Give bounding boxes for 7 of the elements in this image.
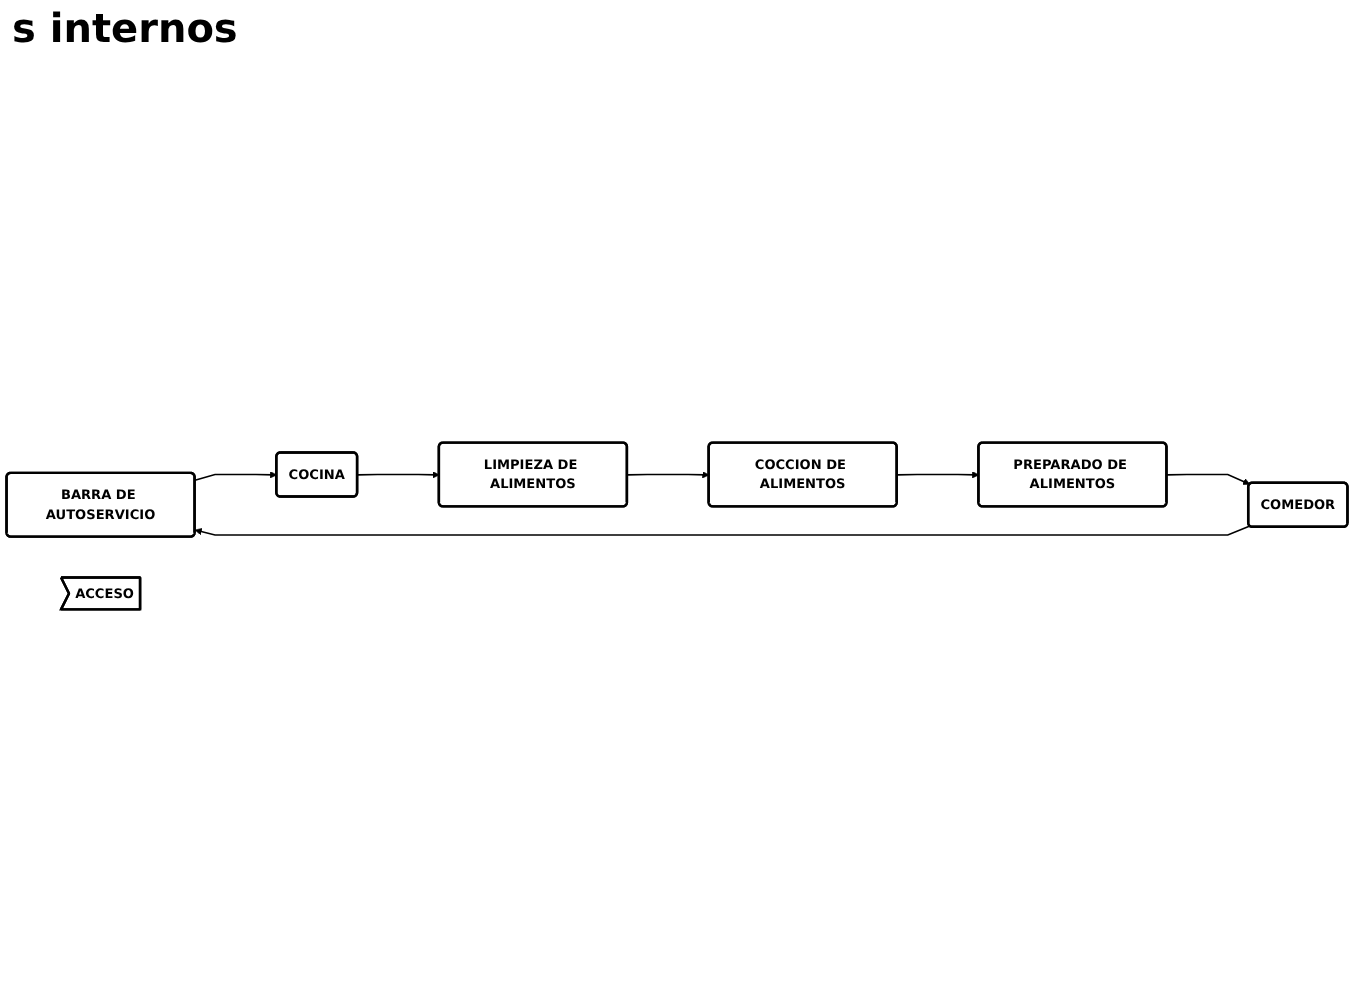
arrow — [194, 471, 278, 482]
arrow — [626, 471, 710, 479]
arrow — [356, 471, 440, 479]
arrow — [194, 525, 1251, 536]
arrow — [896, 471, 980, 479]
diagram-title: s internos — [12, 4, 238, 52]
arrow — [1166, 473, 1251, 485]
